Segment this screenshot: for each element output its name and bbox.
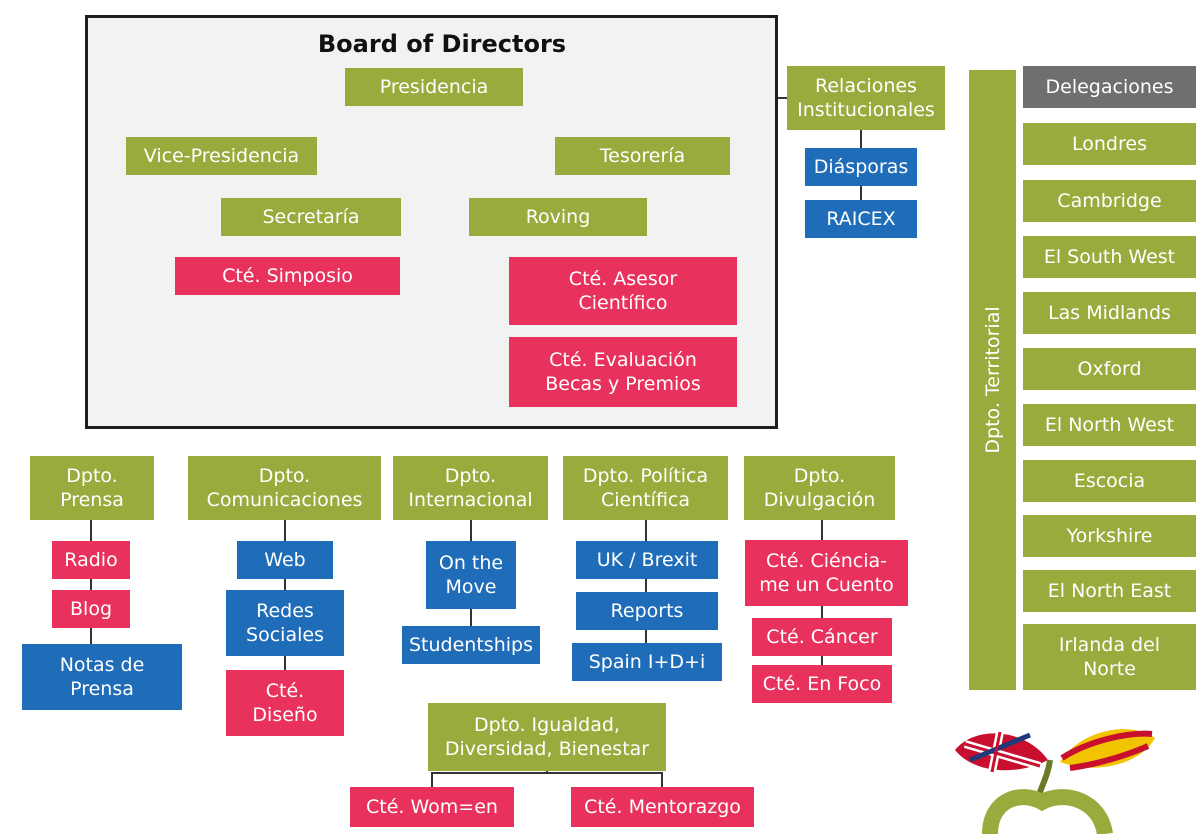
node-notas-de-prensa[interactable]: Notas de Prensa — [22, 644, 182, 710]
node-blog[interactable]: Blog — [52, 590, 130, 628]
node-dpto-politica-cientifica[interactable]: Dpto. Política Científica — [563, 456, 728, 520]
node-uk-brexit[interactable]: UK / Brexit — [576, 541, 718, 579]
node-vice-presidencia[interactable]: Vice-Presidencia — [126, 137, 317, 175]
node-redes-sociales[interactable]: Redes Sociales — [226, 590, 344, 656]
node-secretaria[interactable]: Secretaría — [221, 198, 401, 236]
node-dpto-internacional[interactable]: Dpto. Internacional — [393, 456, 548, 520]
node-studentships[interactable]: Studentships — [402, 626, 540, 664]
board-title: Board of Directors — [317, 30, 567, 58]
delegation-item[interactable]: Escocia — [1023, 460, 1196, 502]
delegation-item[interactable]: El North West — [1023, 404, 1196, 446]
node-dpto-comunicaciones[interactable]: Dpto. Comunicaciones — [188, 456, 381, 520]
apple-logo — [955, 729, 1155, 834]
node-dpto-divulgacion[interactable]: Dpto. Divulgación — [744, 456, 895, 520]
uk-flag-leaf-icon — [955, 731, 1048, 773]
node-roving[interactable]: Roving — [469, 198, 647, 236]
node-spain-idi[interactable]: Spain I+D+i — [572, 643, 722, 681]
node-cte-simposio[interactable]: Cté. Simposio — [175, 257, 400, 295]
node-cte-mentorazgo[interactable]: Cté. Mentorazgo — [571, 787, 754, 827]
delegation-item[interactable]: Oxford — [1023, 348, 1196, 390]
node-dpto-igualdad[interactable]: Dpto. Igualdad, Diversidad, Bienestar — [428, 703, 666, 771]
node-cte-asesor-cientifico[interactable]: Cté. Asesor Científico — [509, 257, 737, 325]
node-cte-evaluacion[interactable]: Cté. Evaluación Becas y Premios — [509, 337, 737, 407]
delegation-item[interactable]: Las Midlands — [1023, 292, 1196, 334]
delegation-item[interactable]: El South West — [1023, 236, 1196, 278]
node-relaciones-institucionales[interactable]: Relaciones Institucionales — [787, 66, 945, 130]
delegation-item[interactable]: El North East — [1023, 570, 1196, 612]
node-on-the-move[interactable]: On the Move — [426, 541, 516, 609]
delegation-item[interactable]: Irlanda del Norte — [1023, 624, 1196, 690]
delegation-item[interactable]: Yorkshire — [1023, 515, 1196, 557]
spain-flag-leaf-icon — [1060, 729, 1155, 771]
node-cte-diseno[interactable]: Cté. Diseño — [226, 670, 344, 736]
dpto-territorial-label: Dpto. Territorial — [982, 306, 1004, 454]
node-cte-en-foco[interactable]: Cté. En Foco — [752, 665, 892, 703]
node-delegaciones[interactable]: Delegaciones — [1023, 66, 1196, 108]
node-cte-cancer[interactable]: Cté. Cáncer — [752, 618, 892, 656]
node-diasporas[interactable]: Diásporas — [805, 148, 917, 186]
node-reports[interactable]: Reports — [576, 592, 718, 630]
delegation-item[interactable]: Cambridge — [1023, 180, 1196, 222]
node-dpto-prensa[interactable]: Dpto. Prensa — [30, 456, 154, 520]
delegation-item[interactable]: Londres — [1023, 123, 1196, 165]
node-web[interactable]: Web — [237, 541, 333, 579]
node-presidencia[interactable]: Presidencia — [345, 68, 523, 106]
node-cte-women[interactable]: Cté. Wom=en — [350, 787, 514, 827]
dpto-territorial-bar[interactable] — [969, 70, 1016, 690]
node-raicex[interactable]: RAICEX — [805, 200, 917, 238]
node-radio[interactable]: Radio — [52, 541, 130, 579]
node-cte-ciencia-cuento[interactable]: Cté. Ciéncia- me un Cuento — [745, 540, 908, 606]
node-tesoreria[interactable]: Tesorería — [555, 137, 730, 175]
